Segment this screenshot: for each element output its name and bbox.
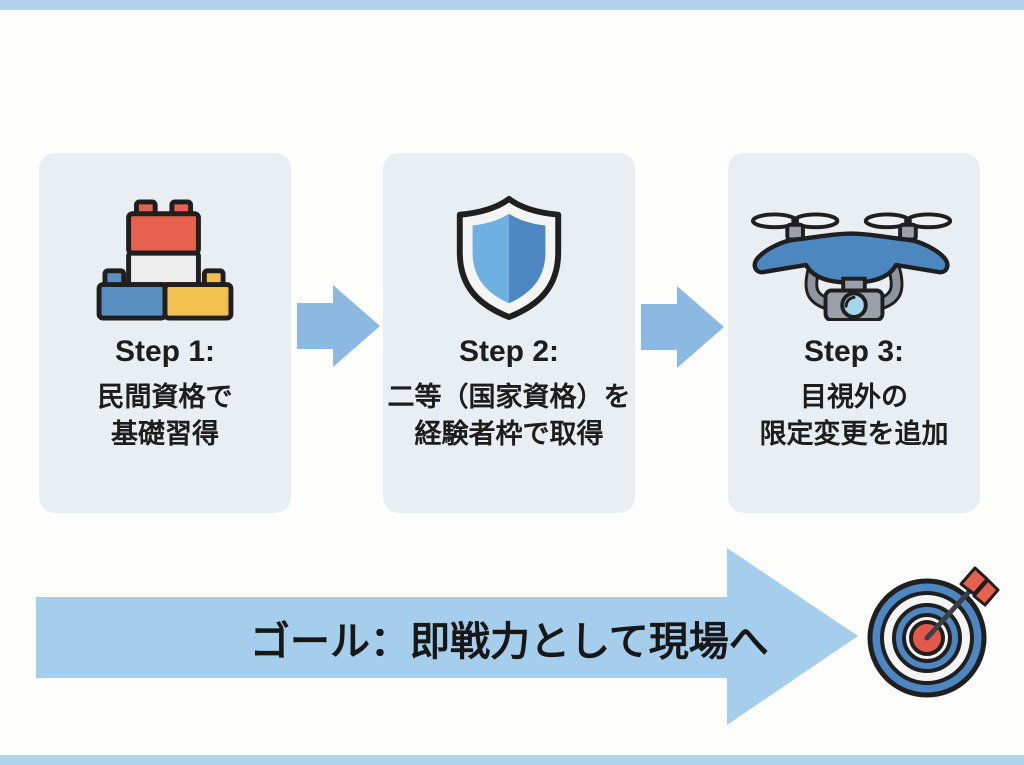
step-3-title: Step 3: <box>803 335 905 368</box>
bottom-edge-bar <box>0 755 1024 765</box>
step-1-description: 民間資格で 基礎習得 <box>98 379 233 453</box>
flow-arrow-1-icon <box>297 285 380 367</box>
step-2-icon-box <box>453 193 565 321</box>
drone-icon <box>751 212 953 321</box>
step-3-line-2: 限定変更を追加 <box>759 419 949 449</box>
flow-arrow-2-icon <box>641 286 724 368</box>
target-icon <box>867 566 1000 698</box>
step-2-description: 二等（国家資格）を 経験者枠で取得 <box>388 379 631 453</box>
goal-arrow <box>36 548 858 725</box>
step-2-line-1: 二等（国家資格）を <box>387 382 631 412</box>
step-3-icon-box <box>751 193 957 321</box>
step-2-title: Step 2: <box>458 335 560 368</box>
step-3-description: 目視外の 限定変更を追加 <box>760 379 949 453</box>
step-card-2: Step 2: 二等（国家資格）を 経験者枠で取得 <box>383 153 635 513</box>
goal-label: ゴール：即戦力として現場へ <box>250 620 769 664</box>
step-1-line-2: 基礎習得 <box>111 419 219 449</box>
top-edge-bar <box>0 0 1024 10</box>
step-card-3: Step 3: 目視外の 限定変更を追加 <box>728 153 980 513</box>
step-card-1: Step 1: 民間資格で 基礎習得 <box>39 153 291 513</box>
step-2-line-2: 経験者枠で取得 <box>414 419 604 449</box>
step-1-line-1: 民間資格で <box>97 382 233 412</box>
step-1-title: Step 1: <box>114 335 216 368</box>
step-3-line-1: 目視外の <box>800 382 908 412</box>
shield-icon <box>456 195 562 321</box>
building-blocks-icon <box>96 199 234 321</box>
step-1-icon-box <box>96 193 234 321</box>
